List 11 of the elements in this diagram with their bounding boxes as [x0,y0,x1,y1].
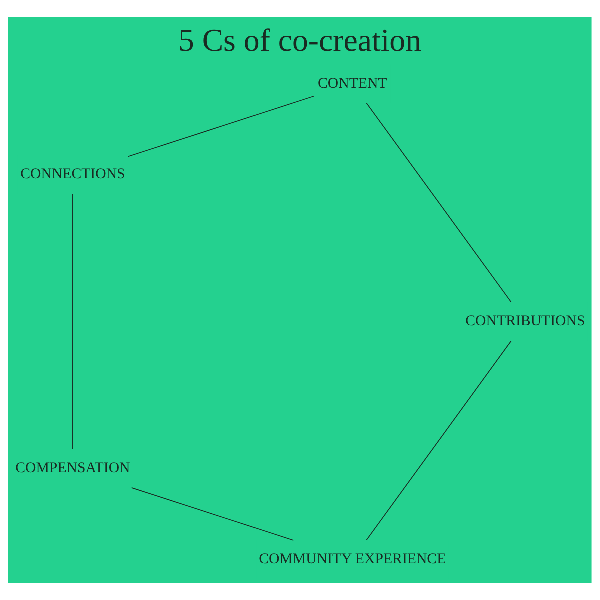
node-text: CONTENT [318,76,388,92]
connector [366,102,512,303]
node-text: CONNECTIONS [20,166,126,183]
diagram-title: 5 Cs of co-creation [178,22,422,58]
connector [128,96,315,158]
node-text: COMPENSATION [16,460,130,477]
connector [366,340,512,541]
node-text: COMMUNITY EXPERIENCE [259,552,446,568]
node-text: CONTRIBUTIONS [466,314,586,330]
connector [131,488,294,541]
connector [72,194,74,450]
